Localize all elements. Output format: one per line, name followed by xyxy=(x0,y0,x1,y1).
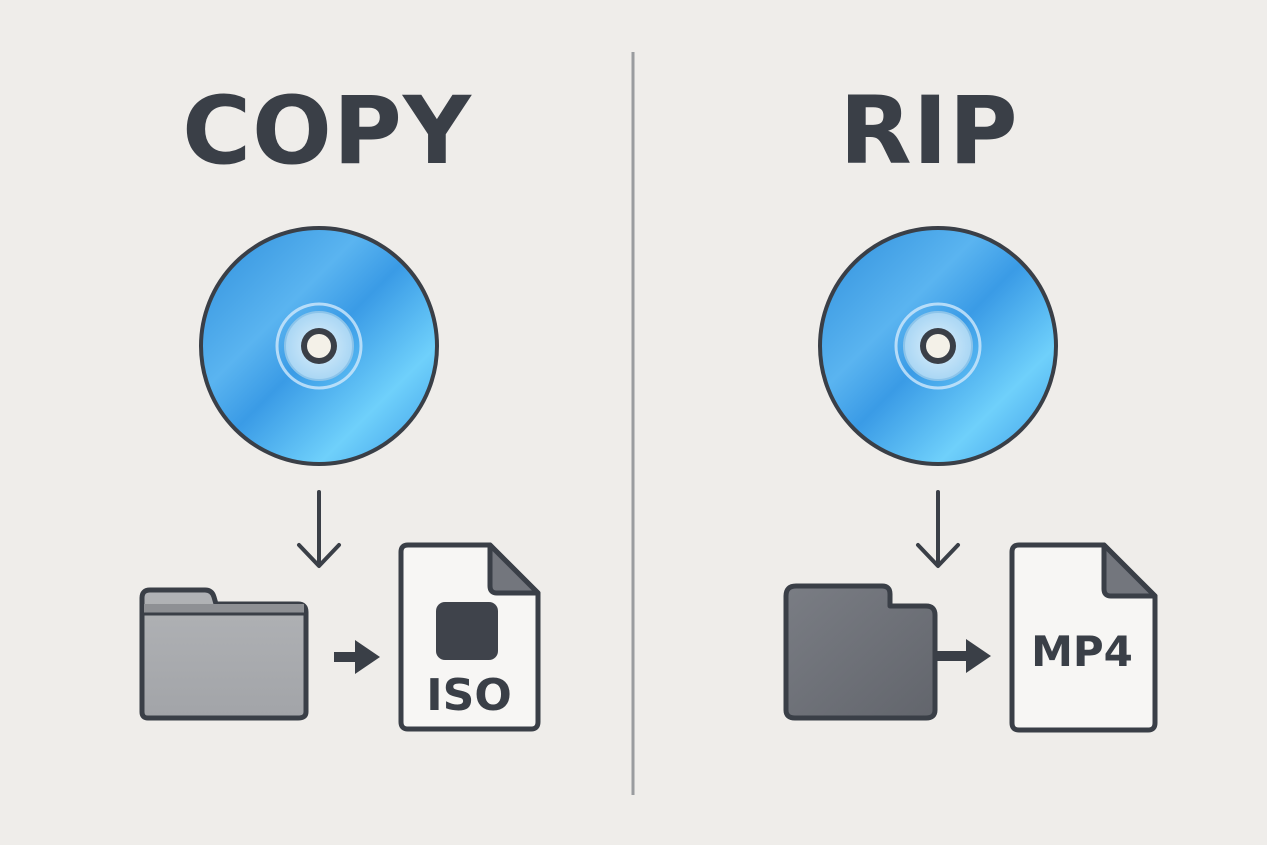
mp4-file-icon: MP4 xyxy=(1009,542,1158,733)
rip-title: RIP xyxy=(839,77,1019,186)
mp4-file-label: MP4 xyxy=(1031,627,1133,676)
iso-file-label: ISO xyxy=(426,670,511,721)
iso-file-icon: ISO xyxy=(398,542,541,732)
rip-disc-icon xyxy=(818,226,1058,466)
copy-title: COPY xyxy=(182,77,472,186)
rip-arrow-down-icon xyxy=(916,490,960,568)
copy-arrow-right-icon xyxy=(334,640,380,674)
rip-folder-icon xyxy=(783,583,938,721)
copy-folder-icon xyxy=(139,587,309,721)
copy-arrow-down-icon xyxy=(297,490,341,568)
rip-arrow-right-icon xyxy=(935,639,991,673)
copy-disc-icon xyxy=(199,226,439,466)
